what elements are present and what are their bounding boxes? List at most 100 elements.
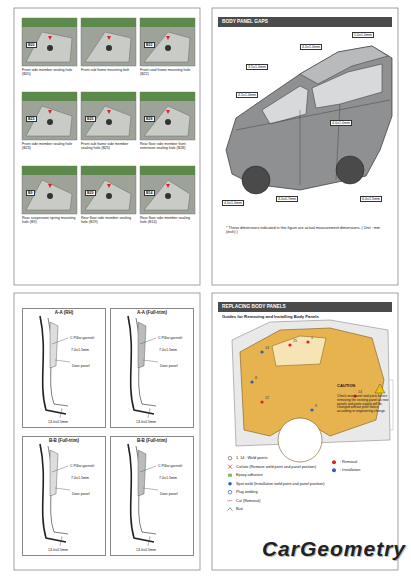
pointer-arrow	[107, 36, 111, 40]
section-callout: 7.0±1.5mm	[159, 476, 177, 480]
gap-dimension: 5.0±1.0mm	[352, 32, 374, 38]
window	[312, 64, 382, 108]
callout-number: 15	[293, 339, 297, 343]
pointer-arrow	[107, 184, 111, 188]
photo-caption: Rear floor side member sealing hole (B14…	[140, 216, 196, 224]
header-title: REPLACING BODY PANELS	[222, 304, 388, 309]
section-callout: Door panel	[160, 492, 178, 496]
watermark: CarGeometry	[262, 537, 406, 561]
photo	[140, 92, 195, 140]
hole	[106, 119, 112, 125]
pointer-arrow	[166, 36, 170, 40]
photo-caption: Front side member sealing hole (B23)	[22, 142, 78, 150]
photo-caption: Front sub frame side member sealing hole…	[81, 142, 137, 150]
page-frame	[14, 293, 200, 570]
leader-line	[52, 466, 68, 472]
photo-frame	[81, 92, 136, 140]
hole	[106, 193, 112, 199]
weld-dot	[260, 350, 263, 353]
page-frame	[14, 8, 200, 285]
photo	[22, 18, 77, 66]
window	[262, 86, 308, 124]
section-callout: C Pillar garnish	[158, 464, 192, 468]
photo	[81, 18, 136, 66]
photo-structure	[144, 180, 190, 210]
callout-number: 1	[311, 336, 313, 340]
hole-tag: B28	[144, 116, 155, 122]
hole	[47, 45, 53, 51]
section-callout: 13.0±0.5mm	[48, 420, 68, 424]
photo-structure	[85, 106, 131, 136]
hole	[106, 45, 112, 51]
photo-caption: Front sub frame mounting bolt	[81, 68, 137, 72]
page-frame	[212, 293, 398, 570]
photo-band	[81, 18, 136, 27]
panel-seam	[236, 100, 390, 130]
legend-symbol	[228, 482, 232, 486]
callout-number: 8	[255, 376, 257, 380]
section-inner	[48, 446, 68, 534]
photo-frame	[140, 166, 195, 214]
leader-line	[143, 360, 158, 362]
hole	[47, 193, 53, 199]
hole	[165, 193, 171, 199]
section-callout: Door panel	[72, 492, 90, 496]
leader-line	[55, 488, 70, 490]
hole-tag: B9	[26, 190, 35, 196]
section-outline	[128, 316, 154, 414]
photo-frame	[81, 166, 136, 214]
photo-caption: Rear floor side member front extension s…	[140, 142, 196, 150]
subheading: Guides for Removing and Installing Body …	[222, 315, 392, 320]
photo	[81, 92, 136, 140]
footnote: * These dimensions indicated in this fig…	[226, 226, 390, 235]
photo-band	[140, 166, 195, 175]
leader-line	[148, 408, 150, 418]
gap-dimension: 3.0±0.7mm	[276, 196, 298, 202]
photo-caption: Rear suspension spring mounting hole (B9…	[22, 216, 78, 224]
callout-number: 9	[315, 404, 317, 408]
section-callout: Door panel	[72, 364, 90, 368]
photo-band	[140, 92, 195, 101]
photo-band	[22, 18, 77, 27]
photo-structure	[26, 180, 72, 210]
section-panel: A-A (RH)	[22, 308, 106, 428]
quarter-panel-illustration	[232, 320, 390, 462]
caution-icon	[375, 384, 385, 393]
legend-text: : Removal	[340, 460, 390, 464]
photo-structure	[85, 180, 131, 210]
garnish	[50, 450, 58, 496]
weld-dot	[250, 380, 253, 383]
section-callout: 7.0±1.5mm	[159, 348, 177, 352]
gap-dimension: 4.0±1.0mm	[300, 44, 322, 50]
callout-number: 12	[265, 396, 269, 400]
photo	[22, 166, 77, 214]
car-body-illustration	[226, 46, 392, 194]
gap-dimension: 6.0±1.5mm	[360, 196, 382, 202]
gap-dimension: 3.5±1.0mm	[246, 64, 268, 70]
gap-dimension: 4.0±1.0mm	[222, 200, 244, 206]
gap-dimension: 4.5±1.0mm	[236, 92, 258, 98]
photo-band	[140, 18, 195, 27]
leader-line	[143, 488, 158, 490]
section-outline	[40, 316, 66, 414]
photo-frame	[22, 166, 77, 214]
legend-text: Epoxy adhesive	[236, 473, 332, 477]
caution-text: Check new panel and parts before removin…	[337, 395, 391, 414]
panel-seam	[300, 110, 301, 185]
pointer-arrow	[48, 36, 52, 40]
photo-band	[81, 92, 136, 101]
legend-swatch	[332, 468, 336, 472]
legend-symbol	[228, 490, 232, 494]
photo-frame	[22, 18, 77, 66]
leader-line	[55, 360, 70, 362]
section-inner	[136, 318, 156, 406]
wheel-arch	[278, 418, 322, 462]
pointer-arrow	[166, 110, 170, 114]
photo-structure	[85, 32, 131, 62]
gap-dimension: 4.0±1.0mm	[330, 120, 352, 126]
section-header: BODY PANEL GAPS	[218, 17, 392, 27]
weld-dot	[306, 340, 309, 343]
pointer-arrow	[166, 184, 170, 188]
